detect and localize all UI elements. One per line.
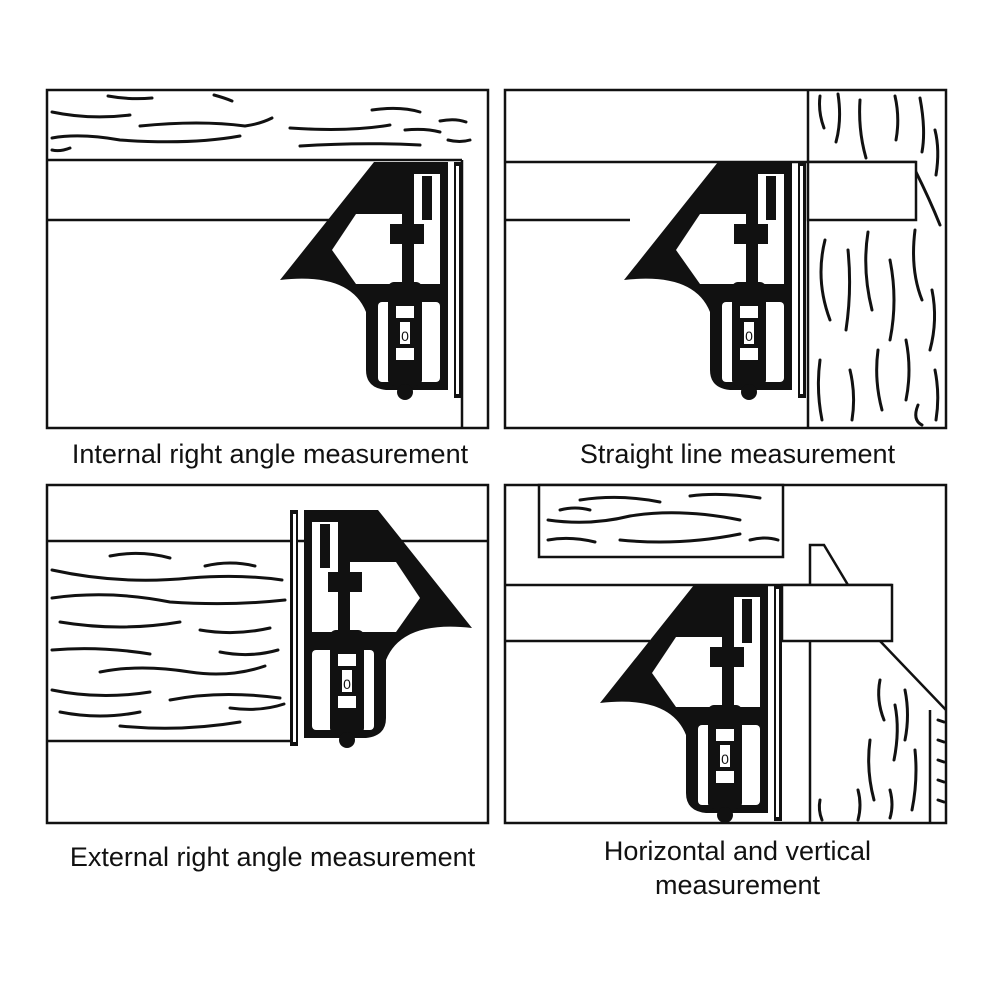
vial-digit: 0 — [343, 676, 351, 692]
wood-board-icon — [546, 492, 780, 544]
vial-digit: 0 — [401, 328, 409, 344]
vial-digit: 0 — [721, 751, 729, 767]
panel-straight-line: 0 — [503, 88, 948, 430]
caption-internal-right-angle: Internal right angle measurement — [71, 439, 469, 469]
wood-board-icon — [50, 93, 472, 153]
caption-straight-line: Straight line measurement — [579, 439, 896, 469]
panel-internal-right-angle: 0 — [45, 88, 490, 430]
wood-board-icon — [817, 678, 946, 822]
caption-horizontal-vertical: Horizontal and vertical measurement — [505, 834, 970, 902]
panel-horizontal-vertical: 0 — [503, 483, 948, 825]
caption-line-1: Horizontal and vertical — [603, 836, 872, 866]
wood-board-icon — [50, 551, 287, 730]
panel-external-right-angle: 0 — [45, 483, 490, 825]
vial-digit: 0 — [745, 328, 753, 344]
caption-external-right-angle: External right angle measurement — [69, 842, 476, 872]
wood-board-icon — [816, 92, 942, 427]
caption-line-2: measurement — [654, 870, 821, 900]
